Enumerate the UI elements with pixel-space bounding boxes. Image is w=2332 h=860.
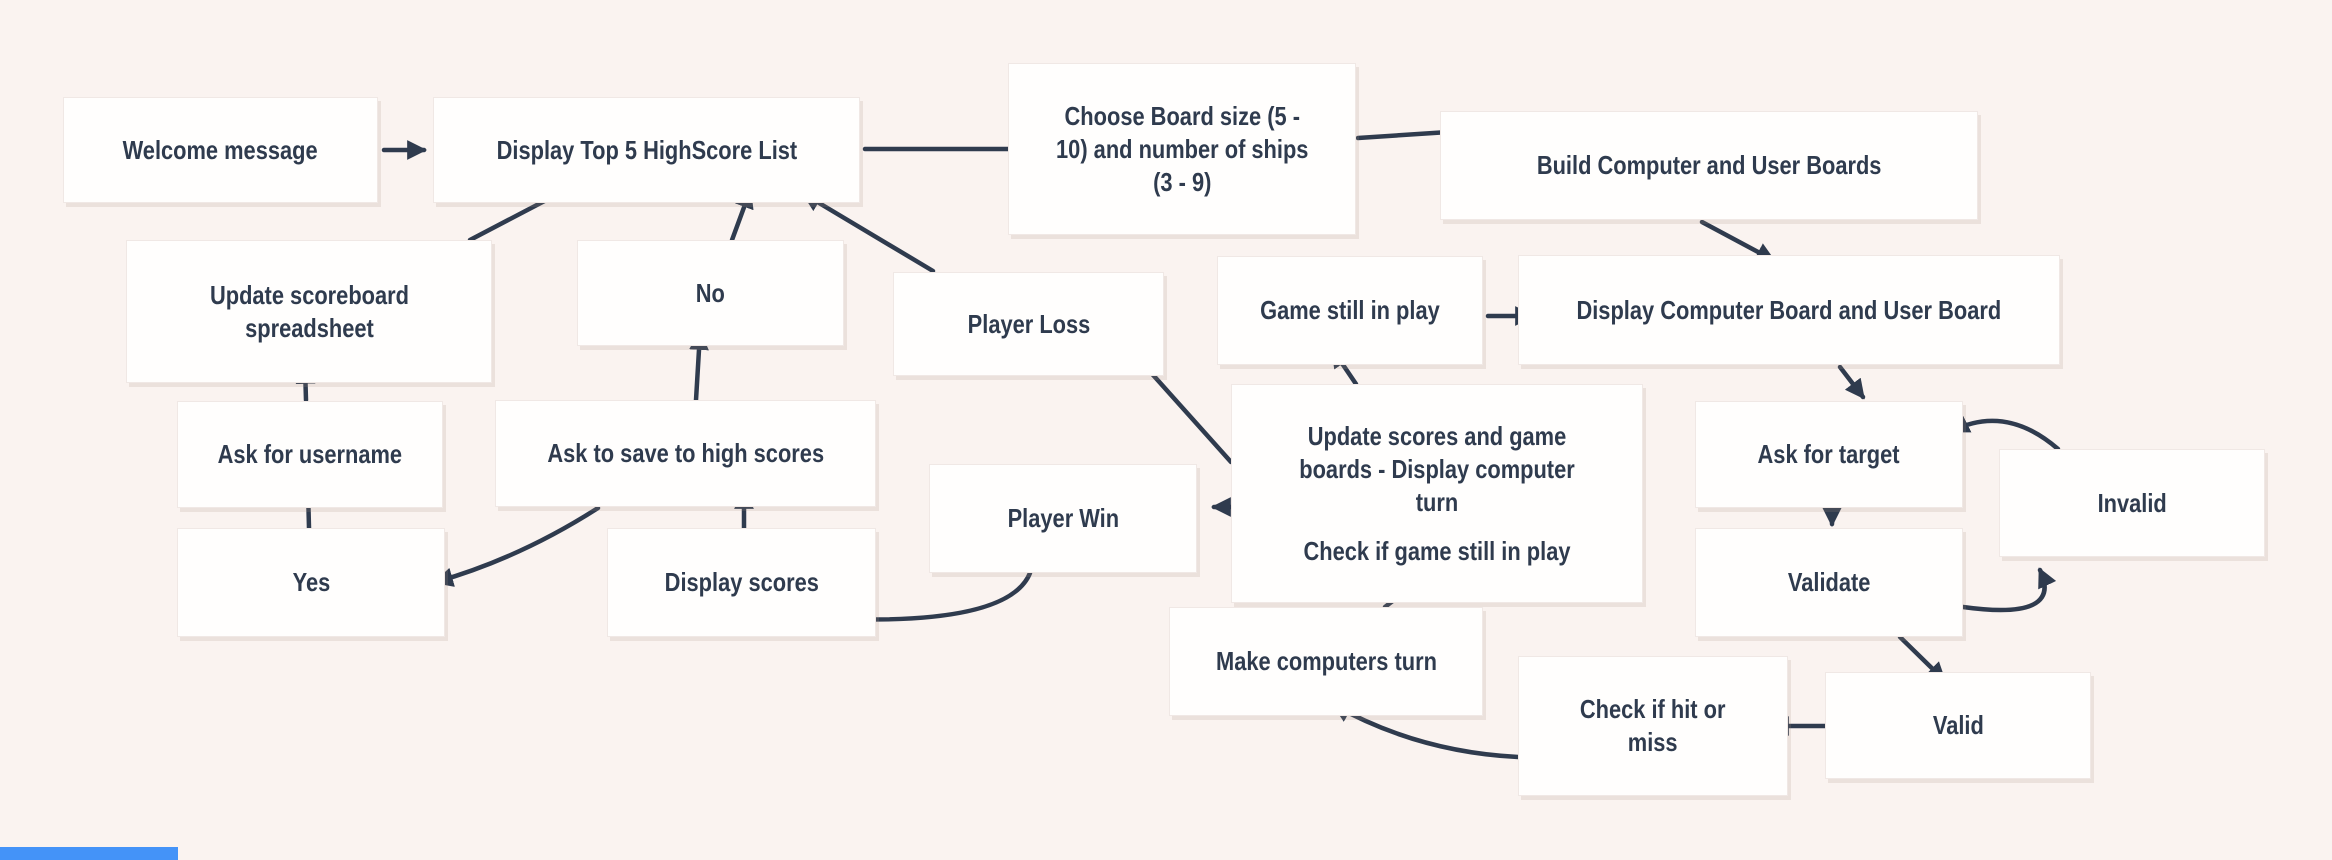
node-label: Check if hit or miss <box>1580 694 1726 757</box>
node-ask-for-username[interactable]: Ask for username <box>177 401 443 508</box>
node-label: Ask for username <box>217 439 403 469</box>
node-build-boards[interactable]: Build Computer and User Boards <box>1440 111 1978 220</box>
node-label: Update scoreboard spreadsheet <box>209 279 409 343</box>
node-label: Choose Board size (5 - 10) and number of… <box>1055 100 1309 197</box>
node-display-scores[interactable]: Display scores <box>607 528 876 637</box>
edge-ask-save-to-yes[interactable] <box>433 505 601 587</box>
node-label: Game still in play <box>1260 295 1440 325</box>
node-label: Invalid <box>2097 487 2167 518</box>
node-label: Yes <box>292 567 330 597</box>
node-label: Display Top 5 HighScore List <box>496 134 797 165</box>
edge-build-to-display-boards[interactable] <box>1699 219 1776 263</box>
node-label: Player Loss <box>967 308 1090 339</box>
node-label: Update scores and game boards - Display … <box>1299 420 1575 566</box>
node-update-scoreboard[interactable]: Update scoreboard spreadsheet <box>126 240 492 383</box>
horizontal-scrollbar-thumb[interactable] <box>0 847 178 860</box>
node-player-loss[interactable]: Player Loss <box>893 272 1164 376</box>
node-label: Make computers turn <box>1215 646 1437 676</box>
node-welcome-message[interactable]: Welcome message <box>63 97 378 203</box>
node-label: Display scores <box>664 567 819 597</box>
node-label: Build Computer and User Boards <box>1536 150 1882 180</box>
node-yes[interactable]: Yes <box>177 528 445 637</box>
node-player-win[interactable]: Player Win <box>929 464 1197 573</box>
node-display-top5-highscore[interactable]: Display Top 5 HighScore List <box>433 97 860 203</box>
node-valid[interactable]: Valid <box>1825 672 2091 779</box>
node-no[interactable]: No <box>577 240 844 346</box>
node-check-if-hit-or-miss[interactable]: Check if hit or miss <box>1518 656 1788 796</box>
node-label: Ask to save to high scores <box>547 438 824 468</box>
node-label: Validate <box>1787 567 1871 597</box>
node-ask-for-target[interactable]: Ask for target <box>1695 401 1963 508</box>
node-update-scores[interactable]: Update scores and game boards - Display … <box>1231 384 1643 603</box>
node-label: Welcome message <box>122 134 319 165</box>
node-game-still-in-play[interactable]: Game still in play <box>1217 256 1483 365</box>
node-make-computers-turn[interactable]: Make computers turn <box>1169 607 1483 716</box>
node-invalid[interactable]: Invalid <box>1999 449 2265 557</box>
node-label: Display Computer Board and User Board <box>1576 294 2002 325</box>
node-label: Ask for target <box>1757 439 1900 469</box>
edge-display-boards-to-ask-target[interactable] <box>1837 364 1866 400</box>
edge-player-loss-to-top5[interactable] <box>801 191 936 274</box>
node-choose-board-size[interactable]: Choose Board size (5 - 10) and number of… <box>1008 63 1356 235</box>
node-validate[interactable]: Validate <box>1695 528 1963 637</box>
node-label: Valid <box>1932 710 1984 740</box>
node-label: Player Win <box>1007 503 1119 533</box>
node-ask-to-save[interactable]: Ask to save to high scores <box>495 400 876 507</box>
node-display-boards[interactable]: Display Computer Board and User Board <box>1518 255 2060 365</box>
edge-invalid-to-ask-target[interactable] <box>1949 414 2061 452</box>
node-label: No <box>695 277 726 308</box>
edge-validate-to-invalid[interactable] <box>1960 567 2057 613</box>
